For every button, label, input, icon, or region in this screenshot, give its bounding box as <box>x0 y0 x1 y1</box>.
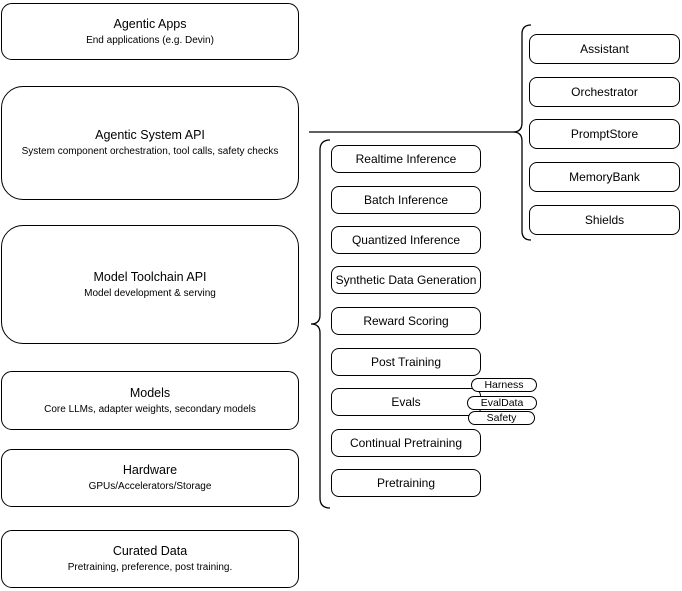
box-orchestrator: Orchestrator <box>529 77 680 107</box>
middle-brace <box>310 139 331 509</box>
box-memorybank: MemoryBank <box>529 162 680 192</box>
box-title: Hardware <box>122 463 178 477</box>
box-curated-data: Curated Data Pretraining, preference, po… <box>1 530 299 588</box>
box-models: Models Core LLMs, adapter weights, secon… <box>1 371 299 430</box>
box-subtitle: Model development & serving <box>84 287 216 299</box>
box-model-toolchain-api: Model Toolchain API Model development & … <box>1 225 299 344</box>
box-shields: Shields <box>529 205 680 235</box>
box-batch-inference: Batch Inference <box>331 186 481 214</box>
pill-harness: Harness <box>471 378 537 392</box>
box-subtitle: Core LLMs, adapter weights, secondary mo… <box>44 403 256 415</box>
box-subtitle: Pretraining, preference, post training. <box>67 562 233 573</box>
box-subtitle: GPUs/Accelerators/Storage <box>88 481 212 492</box>
box-continual-pretraining: Continual Pretraining <box>331 429 481 457</box>
box-reward-scoring: Reward Scoring <box>331 307 481 335</box>
pill-evaldata: EvalData <box>467 396 537 410</box>
box-title: Agentic Apps <box>113 16 187 31</box>
box-title: Model Toolchain API <box>93 269 207 284</box>
box-synthetic-data-generation: Synthetic Data Generation <box>331 266 481 294</box>
box-quantized-inference: Quantized Inference <box>331 226 481 254</box>
box-promptstore: PromptStore <box>529 119 680 149</box>
box-pretraining: Pretraining <box>331 469 481 497</box>
box-title: Agentic System API <box>95 128 205 142</box>
box-agentic-system-api: Agentic System API System component orch… <box>1 86 299 200</box>
box-assistant: Assistant <box>529 34 680 64</box>
box-hardware: Hardware GPUs/Accelerators/Storage <box>1 449 299 507</box>
box-post-training: Post Training <box>331 348 481 376</box>
pill-safety: Safety <box>468 411 535 425</box>
box-title: Models <box>129 385 171 400</box>
box-evals: Evals <box>331 388 481 416</box>
box-subtitle: System component orchestration, tool cal… <box>21 146 279 157</box>
box-agentic-apps: Agentic Apps End applications (e.g. Devi… <box>1 3 299 60</box>
box-title: Curated Data <box>112 544 188 558</box>
box-subtitle: End applications (e.g. Devin) <box>86 34 214 46</box>
box-realtime-inference: Realtime Inference <box>331 145 481 173</box>
